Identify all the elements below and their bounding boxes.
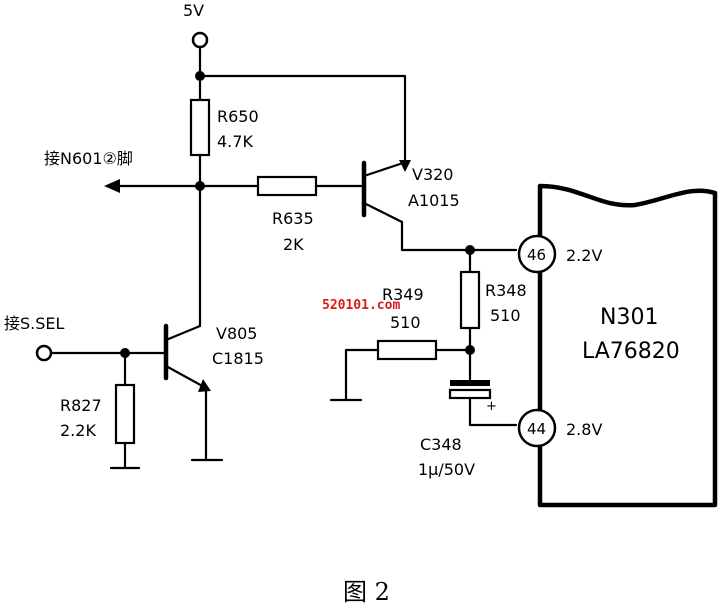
r348-value: 510 bbox=[490, 306, 521, 325]
v805-emitter-arrow bbox=[198, 379, 211, 392]
pin-46-number: 46 bbox=[527, 246, 546, 264]
ic-ref: N301 bbox=[600, 305, 658, 330]
r650-ref: R650 bbox=[217, 107, 259, 126]
capacitor-c348: + C348 1μ/50V bbox=[418, 348, 518, 479]
wire-5v-to-v320 bbox=[198, 74, 407, 170]
polarity-plus-icon: + bbox=[486, 399, 497, 414]
r650-value: 4.7K bbox=[217, 132, 253, 151]
n601-label: 接N601②脚 bbox=[44, 149, 133, 168]
r635-ref: R635 bbox=[272, 209, 314, 228]
v805-ref: V805 bbox=[216, 324, 257, 343]
supply-5v: 5V bbox=[183, 1, 209, 81]
ssel-label: 接S.SEL bbox=[4, 314, 65, 333]
v805-part: C1815 bbox=[212, 349, 264, 368]
resistor-r650: R650 4.7K bbox=[189, 74, 259, 188]
c348-ref: C348 bbox=[420, 435, 462, 454]
resistor-r635: R635 2K bbox=[198, 175, 364, 254]
r349-ref: R349 bbox=[382, 285, 424, 304]
ic-n301: N301 LA76820 bbox=[537, 183, 718, 508]
ic-part: LA76820 bbox=[582, 339, 680, 364]
ic-pin-46: 46 2.2V bbox=[517, 234, 602, 274]
pin-46-voltage: 2.2V bbox=[566, 246, 602, 265]
pin-44-voltage: 2.8V bbox=[566, 420, 602, 439]
resistor-r348: R348 510 bbox=[459, 248, 527, 352]
ssel-terminal bbox=[35, 344, 53, 362]
resistor-r827: R827 2.2K bbox=[60, 351, 141, 470]
watermark: 520101.com bbox=[322, 298, 400, 313]
supply-label: 5V bbox=[183, 1, 204, 20]
output-n601: 接N601②脚 bbox=[44, 149, 202, 193]
r827-value: 2.2K bbox=[60, 421, 96, 440]
v320-ref: V320 bbox=[412, 165, 453, 184]
resistor-r349: R349 510 bbox=[329, 285, 472, 402]
wire-v320-collector bbox=[400, 220, 472, 252]
transistor-v320: V320 A1015 bbox=[361, 160, 472, 252]
input-ssel: 接S.SEL bbox=[4, 314, 168, 362]
r348-ref: R348 bbox=[485, 281, 527, 300]
r827-ref: R827 bbox=[60, 396, 102, 415]
supply-terminal bbox=[191, 31, 209, 49]
r349-value: 510 bbox=[390, 313, 421, 332]
c348-value: 1μ/50V bbox=[418, 460, 475, 479]
figure-caption: 图 2 bbox=[343, 578, 390, 606]
v320-emitter-arrow bbox=[399, 160, 411, 172]
v320-part: A1015 bbox=[408, 191, 460, 210]
ic-pin-44: 44 2.8V bbox=[517, 408, 602, 448]
transistor-v805: V805 C1815 bbox=[163, 323, 264, 462]
output-arrow-icon bbox=[104, 179, 120, 193]
pin-44-number: 44 bbox=[527, 420, 546, 438]
r635-value: 2K bbox=[283, 235, 304, 254]
